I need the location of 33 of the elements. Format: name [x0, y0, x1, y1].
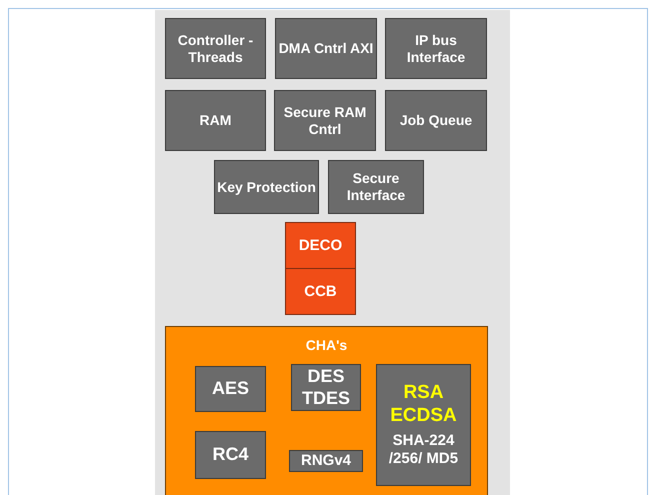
component-box — [285, 222, 356, 269]
component-box — [195, 366, 266, 412]
box-label: RNGv4 — [300, 452, 352, 470]
box-label: DES TDES — [300, 366, 351, 410]
box-label: RC4 — [212, 444, 248, 466]
group-box — [165, 326, 488, 495]
component-box — [195, 431, 266, 479]
box-label: DECO — [298, 236, 342, 254]
component-box — [274, 90, 376, 151]
box-label: AES — [212, 378, 249, 400]
box-label: CHA's — [306, 337, 348, 354]
component-box — [385, 18, 487, 79]
highlight-label: RSA ECDSA — [389, 382, 458, 428]
component-box — [214, 160, 319, 214]
box-label: SHA-224 /256/ MD5 — [388, 432, 460, 468]
box-label: Key Protection — [217, 178, 316, 196]
box-label: RAM — [200, 112, 232, 129]
box-label: Secure Interface — [346, 170, 406, 204]
component-box — [289, 450, 363, 472]
box-label: Job Queue — [400, 112, 472, 129]
box-label: CCB — [304, 282, 337, 300]
component-box — [165, 18, 266, 79]
component-box — [165, 90, 266, 151]
component-box — [376, 364, 471, 486]
component-box — [291, 364, 361, 411]
component-box — [275, 18, 377, 79]
box-label: DMA Cntrl AXI — [278, 40, 374, 57]
component-box — [385, 90, 487, 151]
component-box — [285, 268, 356, 315]
box-label: Secure RAM Cntrl — [282, 104, 368, 138]
box-label: Controller - Threads — [176, 32, 254, 66]
component-box — [328, 160, 424, 214]
box-label: IP bus Interface — [406, 32, 466, 66]
